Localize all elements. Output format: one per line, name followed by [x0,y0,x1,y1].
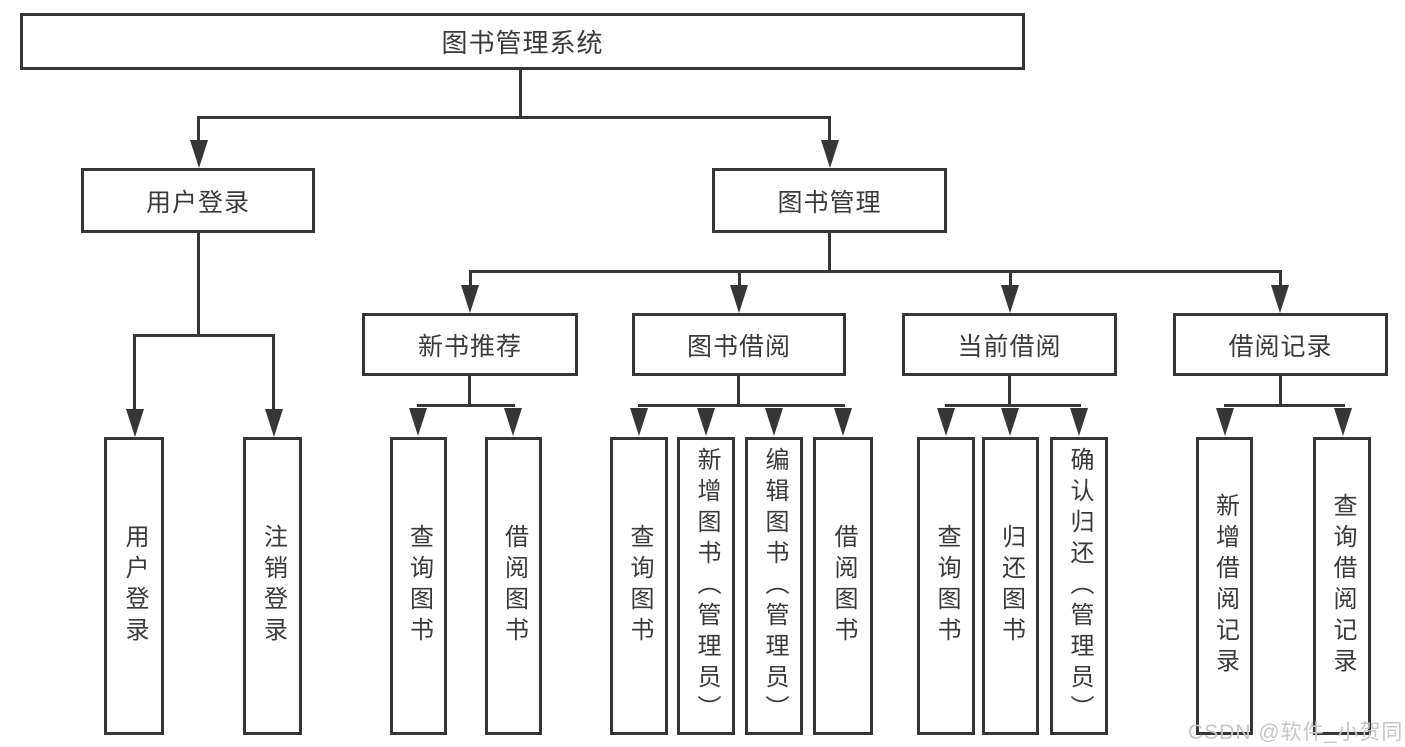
connector-line [133,334,275,337]
leaf-label: 注销登录 [259,524,287,648]
node-label: 图书借阅 [686,332,791,361]
leaf-user-login: 用户登录 [104,437,164,735]
connector-line [417,404,515,407]
connector-line [1009,270,1012,288]
leaf-query-books-recommend: 查询图书 [390,437,447,735]
node-root: 图书管理系统 [20,13,1025,70]
csdn-watermark: CSDN @软件_小贺同学 [1188,721,1405,744]
arrow-down-icon [461,285,479,313]
arrow-down-icon [1334,408,1352,436]
leaf-return-books: 归还图书 [982,437,1039,735]
arrow-down-icon [765,408,783,436]
node-book-management: 图书管理 [712,168,947,233]
arrow-down-icon [697,408,715,436]
connector-line [469,270,472,288]
node-root-label: 图书管理系统 [441,28,604,58]
leaf-label: 编辑图书（管理员） [761,446,788,726]
connector-line [1279,376,1282,407]
arrow-down-icon [1271,285,1289,313]
connector-line [197,116,200,143]
leaf-confirm-return-admin: 确认归还（管理员） [1050,437,1108,735]
node-label: 当前借阅 [957,332,1062,361]
arrow-down-icon [821,140,839,168]
arrow-down-icon [504,408,522,436]
node-book-borrowing: 图书借阅 [632,313,846,376]
node-user-login: 用户登录 [81,168,315,233]
leaf-label: 归还图书 [997,524,1025,648]
arrow-down-icon [730,285,748,313]
connector-line [828,116,831,143]
connector-line [469,270,1282,273]
node-new-book-recommend: 新书推荐 [362,313,578,376]
leaf-add-borrow-record: 新增借阅记录 [1196,437,1253,735]
arrow-down-icon [937,408,955,436]
connector-line [197,116,831,119]
arrow-down-icon [126,409,144,437]
leaf-label: 用户登录 [121,524,148,648]
connector-line [638,404,845,407]
leaf-logout: 注销登录 [243,437,302,735]
connector-line [1008,376,1011,407]
arrow-down-icon [190,140,208,168]
leaf-query-books-borrowing: 查询图书 [610,437,668,735]
leaf-query-borrow-record: 查询借阅记录 [1313,437,1371,735]
arrow-down-icon [1216,408,1234,436]
arrow-down-icon [409,408,427,436]
connector-line [1279,270,1282,288]
arrow-down-icon [265,409,283,437]
leaf-borrow-books-recommend: 借阅图书 [485,437,542,735]
connector-line [468,376,471,407]
arrow-down-icon [630,408,648,436]
leaf-edit-books-admin: 编辑图书（管理员） [745,437,803,735]
connector-line [828,233,831,273]
leaf-query-books-current: 查询图书 [917,437,975,735]
connector-line [197,233,200,337]
arrow-down-icon [1001,408,1019,436]
node-label: 借阅记录 [1228,332,1333,361]
leaf-label: 新增图书（管理员） [693,446,720,726]
connector-line [945,404,1081,407]
node-label: 用户登录 [145,188,250,217]
connector-line [272,334,275,412]
node-borrow-records: 借阅记录 [1173,313,1388,376]
node-label: 图书管理 [777,188,882,217]
arrow-down-icon [1070,408,1088,436]
leaf-borrow-books: 借阅图书 [813,437,873,735]
leaf-add-books-admin: 新增图书（管理员） [677,437,735,735]
leaf-label: 确认归还（管理员） [1066,446,1093,726]
connector-line [1224,404,1345,407]
leaf-label: 查询图书 [405,524,433,648]
leaf-label: 借阅图书 [830,524,857,648]
arrow-down-icon [1001,285,1019,313]
connector-line [737,376,740,407]
connector-line [519,70,522,119]
leaf-label: 借阅图书 [500,524,528,648]
leaf-label: 查询借阅记录 [1329,493,1356,679]
node-current-borrowing: 当前借阅 [902,313,1117,376]
leaf-label: 新增借阅记录 [1211,493,1239,679]
connector-line [133,334,136,412]
connector-line [738,270,741,288]
leaf-label: 查询图书 [933,524,960,648]
leaf-label: 查询图书 [626,524,653,648]
arrow-down-icon [834,408,852,436]
node-label: 新书推荐 [417,332,522,361]
